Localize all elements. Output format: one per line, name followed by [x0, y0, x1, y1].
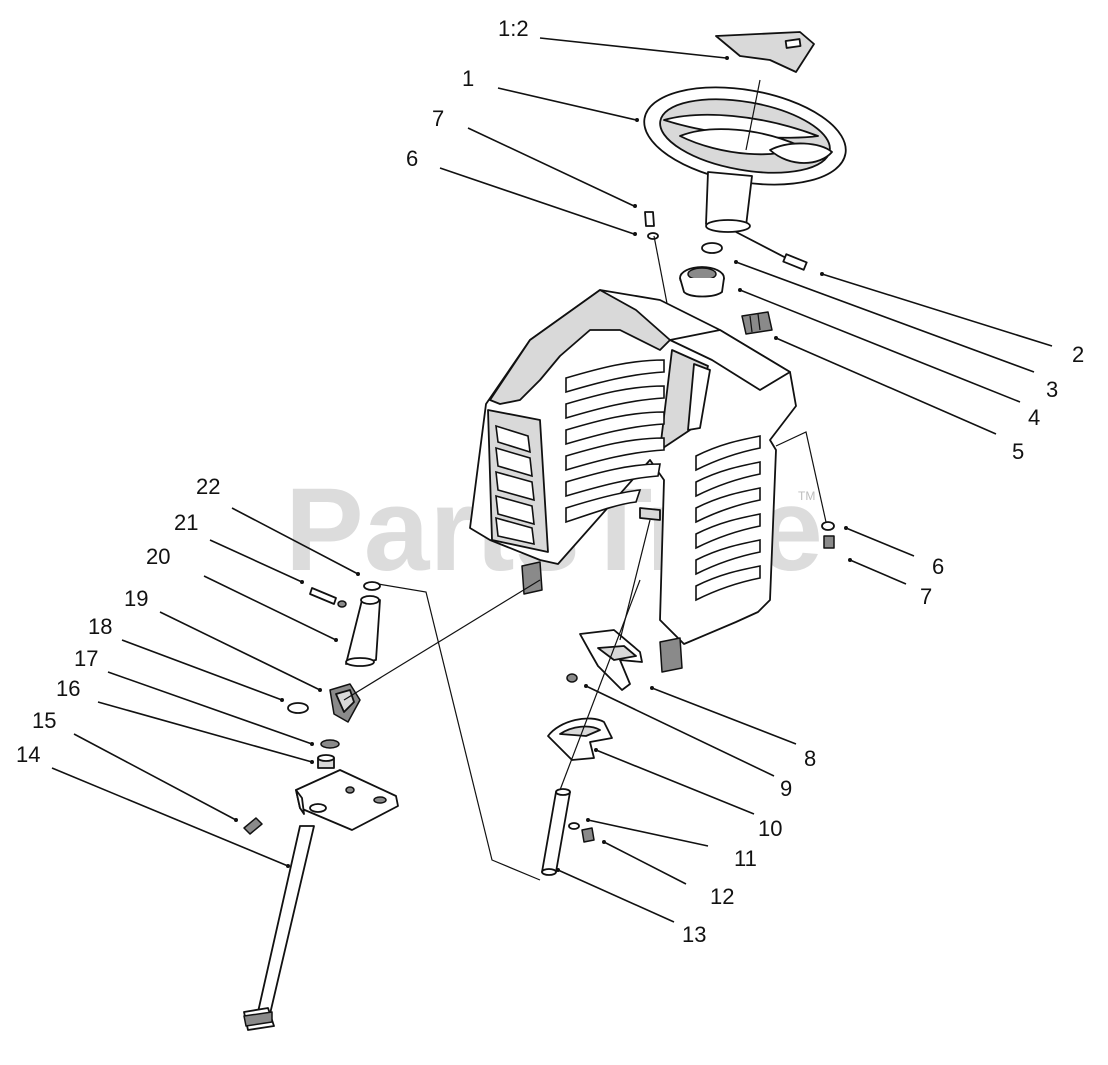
part-dash-housing[interactable]	[469, 289, 797, 673]
leader-lines	[51, 37, 1053, 923]
vent-right	[695, 435, 761, 602]
part-cover-10[interactable]	[547, 717, 613, 761]
rod-line-5	[775, 431, 827, 523]
part-bracket-8[interactable]	[579, 629, 643, 691]
part-steering-wheel[interactable]	[637, 73, 854, 233]
callout-16: 16	[56, 676, 80, 701]
part-gear-19[interactable]	[329, 683, 361, 723]
callout-6-right: 6	[932, 554, 944, 579]
callout-15: 15	[32, 708, 56, 733]
part-washer-11[interactable]	[568, 822, 580, 830]
part-support-plate[interactable]	[295, 769, 399, 831]
callout-6: 6	[406, 146, 418, 171]
part-washer-22[interactable]	[363, 581, 381, 591]
callout-7: 7	[432, 106, 444, 131]
part-washer-3[interactable]	[701, 242, 723, 254]
callout-1: 1	[462, 66, 474, 91]
callout-13: 13	[682, 922, 706, 947]
vent-inner	[565, 359, 665, 524]
callout-12: 12	[710, 884, 734, 909]
part-nut-9[interactable]	[566, 673, 578, 683]
callout-17: 17	[74, 646, 98, 671]
part-clip[interactable]	[741, 311, 773, 335]
vent-left	[495, 424, 535, 546]
part-steering-shaft[interactable]	[243, 825, 315, 1031]
callout-labels: 1:2 1 7 6 2 3 4 5 6 7 22 21 20 19 18 17 …	[16, 16, 1084, 947]
part-tube-20[interactable]	[345, 595, 381, 667]
rod-line-4	[559, 579, 641, 791]
callout-4: 4	[1028, 405, 1040, 430]
rod-line	[343, 579, 541, 701]
callout-14: 14	[16, 742, 40, 767]
callout-3: 3	[1046, 377, 1058, 402]
part-washer-18[interactable]	[287, 702, 309, 714]
callout-22: 22	[196, 474, 220, 499]
callout-19: 19	[124, 586, 148, 611]
watermark-trademark: TM	[798, 489, 815, 503]
callout-20: 20	[146, 544, 170, 569]
part-screw-right[interactable]	[821, 521, 835, 549]
part-washer-17[interactable]	[320, 739, 340, 749]
part-steering-wheel-insert[interactable]	[715, 31, 815, 73]
callout-9: 9	[780, 776, 792, 801]
callout-10: 10	[758, 816, 782, 841]
part-tube-13[interactable]	[541, 788, 571, 876]
part-roll-pin[interactable]	[735, 231, 808, 271]
part-bushing-16[interactable]	[317, 754, 335, 769]
callout-18: 18	[88, 614, 112, 639]
part-bolt-21[interactable]	[309, 587, 347, 608]
callout-1-2: 1:2	[498, 16, 529, 41]
callout-2: 2	[1072, 342, 1084, 367]
callout-5: 5	[1012, 439, 1024, 464]
callout-11: 11	[734, 846, 757, 871]
callout-8: 8	[804, 746, 816, 771]
part-screw-15[interactable]	[243, 817, 263, 835]
part-flange-bushing[interactable]	[679, 266, 725, 298]
callout-7-right: 7	[920, 584, 932, 609]
part-nut-12[interactable]	[581, 827, 595, 843]
callout-21: 21	[174, 510, 198, 535]
rod-line-2	[377, 583, 541, 881]
